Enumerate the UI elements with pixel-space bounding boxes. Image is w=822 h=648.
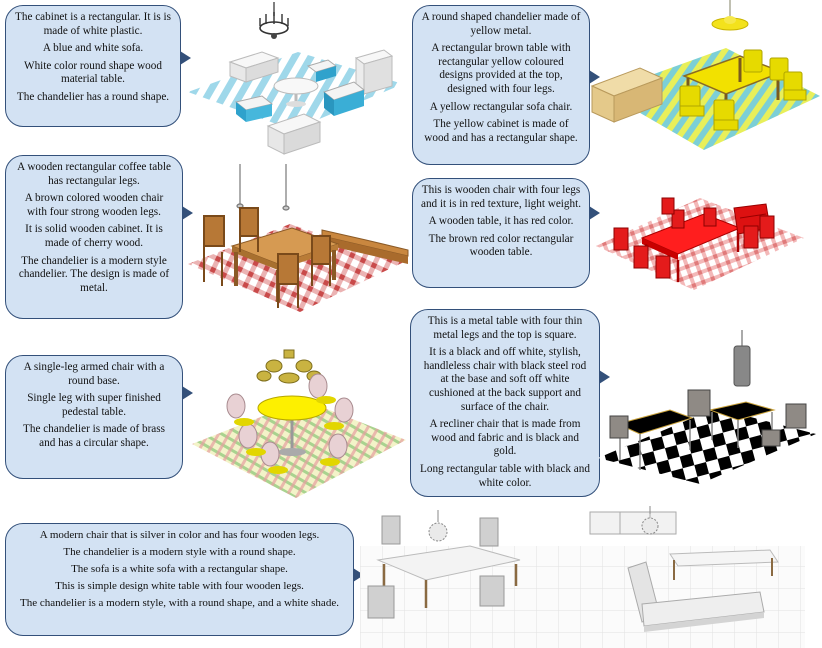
caption-line: A yellow rectangular sofa chair.: [429, 100, 573, 113]
caption-line: It is a black and off white, stylish, ha…: [423, 346, 587, 413]
armed-chair: [226, 373, 354, 474]
scene-brass-room: [192, 349, 406, 498]
white-cabinet: [228, 51, 280, 83]
caption-line: The chandelier is a modern style with a …: [63, 546, 296, 558]
bubble-tail: [589, 70, 600, 84]
caption-line: This is simple design white table with f…: [55, 580, 304, 592]
pendant-light-icon: [428, 510, 448, 542]
caption-line: The chandelier is a modern style, with a…: [20, 597, 339, 609]
caption-line: A round shaped chandelier made of yellow…: [421, 11, 581, 37]
caption-line: A modern chair that is silver in color a…: [39, 529, 320, 541]
caption-line: The chandelier has a round shape.: [16, 90, 170, 103]
white-table: [669, 549, 779, 580]
scene-silver-room: [360, 506, 805, 648]
caption-line: The chandelier is made of brass and has …: [23, 423, 165, 449]
caption-line: A single-leg armed chair with a round ba…: [23, 361, 165, 387]
recliner-chair: [609, 389, 807, 447]
pendant-light-icon: [641, 506, 659, 535]
caption-line: The brown red color rectangular wooden t…: [428, 232, 574, 259]
blue-white-sofa: [306, 59, 338, 82]
white-table: [376, 545, 521, 608]
black-metal-table: [708, 401, 776, 448]
chess-floor: [598, 408, 816, 484]
caption-line: The yellow cabinet is made of wood and h…: [424, 118, 578, 144]
silver-chair: [367, 515, 505, 619]
bubble-tail: [599, 370, 610, 384]
caption-line: The cabinet is a rectangular. It is is m…: [15, 11, 171, 37]
white-sofa: [627, 561, 765, 632]
white-shelf-cabinet: [589, 511, 677, 535]
scene-white-room: [188, 2, 403, 155]
bubble-tail: [182, 386, 193, 400]
caption-line: A rectangular brown table with rectangul…: [431, 42, 571, 95]
brown-wooden-chair: [203, 207, 331, 308]
yellow-chandelier-icon: [711, 0, 749, 31]
white-cabinet: [266, 113, 322, 155]
caption-line: This is wooden chair with four legs and …: [421, 184, 582, 210]
blue-white-sofa: [234, 95, 274, 122]
caption-line: A brown colored wooden chair with four s…: [24, 192, 164, 218]
blue-white-sofa: [322, 81, 366, 116]
scene-wooden-room: [188, 164, 409, 312]
caption-bubble-white-room: The cabinet is a rectangular. It is is m…: [5, 5, 181, 127]
caption-line: It is solid wooden cabinet. It is made o…: [25, 223, 163, 249]
caption-line: A recliner chair that is made from wood …: [429, 418, 581, 458]
caption-line: A blue and white sofa.: [42, 42, 144, 55]
caption-line: This is a metal table with four thin met…: [427, 315, 583, 341]
bubble-tail: [353, 568, 364, 582]
bubble-tail: [589, 206, 600, 220]
scene-red-room: [596, 197, 804, 290]
caption-line: White color round shape wood material ta…: [24, 59, 162, 86]
caption-line: Single leg with super finished pedestal …: [27, 392, 161, 418]
caption-bubble-red-room: This is wooden chair with four legs and …: [412, 178, 590, 288]
bubble-tail: [182, 206, 193, 220]
caption-bubble-metal-room: This is a metal table with four thin met…: [410, 309, 600, 497]
scene-metal-room: [598, 330, 816, 484]
wooden-cabinet: [590, 67, 664, 123]
caption-line: The chandelier is a modern style chandel…: [18, 254, 170, 294]
caption-line: Long rectangular table with black and wh…: [420, 462, 590, 489]
chandelier-icon: [259, 12, 289, 39]
pedestal-table: [257, 395, 327, 456]
caption-bubble-silver-room: A modern chair that is silver in color a…: [5, 523, 354, 636]
red-wooden-chair: [613, 197, 775, 279]
scene-yellow-room: [590, 0, 820, 150]
caption-bubble-brass-room: A single-leg armed chair with a round ba…: [5, 355, 183, 479]
white-round-table: [273, 77, 319, 107]
yellow-sofa-chair: [679, 49, 807, 131]
caption-line: A wooden table, it has red color.: [428, 215, 574, 228]
bubble-tail: [180, 51, 191, 65]
caption-line: The sofa is a white sofa with a rectangu…: [71, 563, 288, 575]
caption-bubble-wooden-room: A wooden rectangular coffee table has re…: [5, 155, 183, 319]
caption-line: A wooden rectangular coffee table has re…: [17, 161, 171, 187]
caption-bubble-yellow-room: A round shaped chandelier made of yellow…: [412, 5, 590, 165]
pendant-light-icon: [733, 330, 751, 387]
pendant-light-icon: [236, 164, 290, 211]
